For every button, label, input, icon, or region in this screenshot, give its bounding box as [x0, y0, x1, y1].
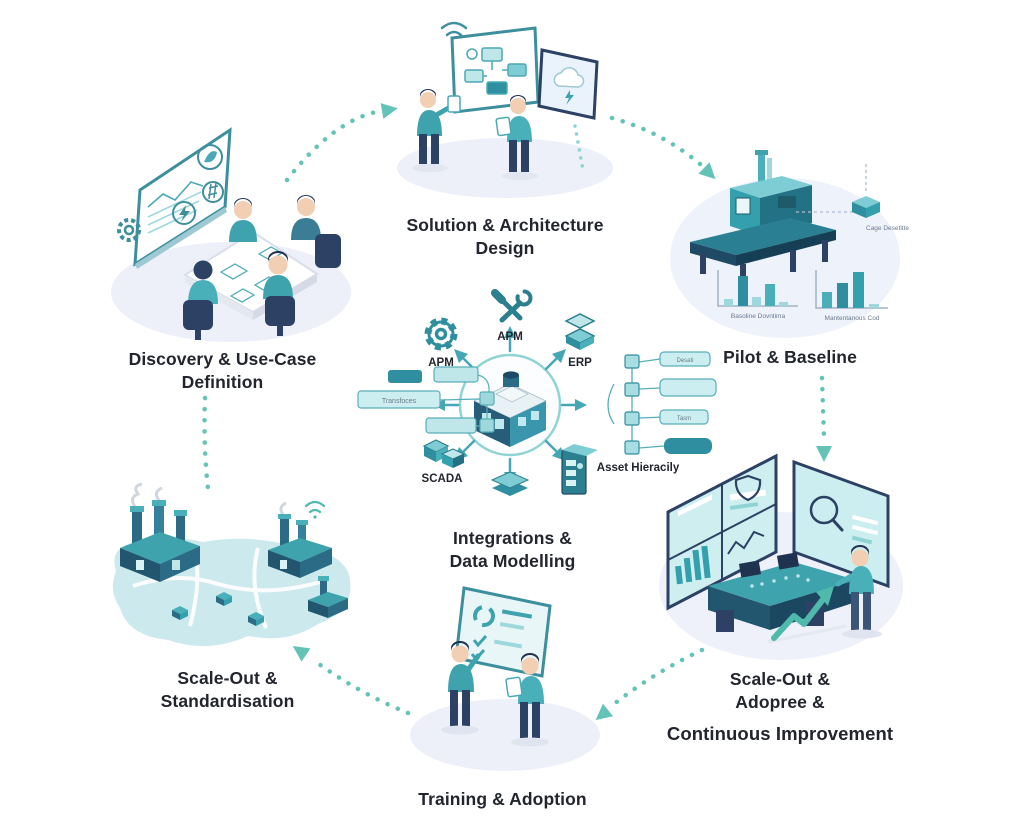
source-box-label: Transfoces	[382, 398, 417, 405]
person	[412, 89, 461, 172]
tree-row-label: Tasm	[677, 416, 691, 422]
control-room-screens	[666, 453, 778, 611]
person	[495, 95, 538, 180]
pilot-illustration: Cage Desetitte Basoline Dovntima Mantent…	[670, 150, 909, 338]
map-sensor-cubes	[172, 592, 264, 626]
erp-stack-icon	[564, 313, 596, 350]
sensor-cube-icon	[796, 164, 880, 218]
erp-label: ERP	[568, 357, 592, 369]
tree-row-label: Desati	[676, 358, 693, 364]
lightning-icon	[565, 90, 574, 105]
person	[835, 545, 882, 639]
growth-arrow-icon	[767, 586, 847, 644]
baseline-chart	[717, 270, 798, 307]
person	[441, 641, 481, 735]
stage-label-line: Continuous Improvement	[666, 723, 894, 744]
stage-label-line: Scale-Out &	[177, 668, 278, 688]
hub-label-line: Data Modelling	[449, 551, 576, 571]
stage-label-solution: Solution & Architecture Design	[380, 214, 630, 260]
lightning-icon	[172, 201, 196, 225]
baseline-chart-caption: Basoline Dovntima	[731, 313, 786, 320]
asset-tree: Desati Tasm	[607, 351, 717, 455]
hub-label-line: Integrations &	[452, 528, 573, 548]
person	[291, 195, 341, 268]
training-illustration	[410, 586, 600, 771]
stage-label-line: Standardisation	[160, 691, 295, 711]
hub-label: Integrations & Data Modelling	[400, 527, 625, 573]
stage-label-training: Training & Adoption	[390, 788, 615, 811]
cost-chart	[815, 270, 888, 309]
stage-label-line: Pilot & Baseline	[723, 347, 857, 367]
stage-label-line: Definition	[181, 372, 264, 392]
hash-icon	[202, 181, 224, 203]
person	[263, 251, 295, 336]
factory-icon	[120, 482, 200, 582]
person	[505, 653, 549, 747]
magnifier-icon	[809, 495, 839, 525]
source-boxes: Transfoces	[357, 366, 495, 434]
gear-icon	[117, 218, 141, 242]
historian-stack-icon	[490, 471, 530, 496]
gear-label: APM	[428, 357, 454, 369]
stage-label-improvement: Scale-Out & Adopree & Continuous Improve…	[630, 668, 930, 745]
dotted-trail	[573, 124, 585, 172]
conveyor-machine	[690, 150, 836, 286]
improvement-illustration	[659, 453, 903, 660]
scaleout-illustration	[112, 482, 351, 647]
server-icon	[561, 444, 598, 495]
sensor-label: Cage Desetitte	[866, 225, 909, 232]
scada-label: SCADA	[422, 473, 463, 485]
factory-icon	[268, 500, 332, 578]
stage-label-line: Scale-Out &	[729, 669, 831, 689]
shield-icon	[734, 474, 762, 502]
cost-chart-caption: Mantentanous Cod	[825, 315, 880, 322]
person	[229, 198, 257, 242]
integration-hub: APM APM ERP Transfoces	[357, 289, 717, 496]
stage-label-line: Solution & Architecture	[406, 215, 604, 235]
stage-label-line: Discovery & Use-Case	[128, 349, 317, 369]
check-icon	[472, 635, 488, 648]
person	[183, 260, 218, 340]
gear-icon	[424, 317, 458, 351]
scada-icon	[422, 439, 466, 468]
connector-pilot-to-improvement	[819, 375, 827, 441]
screen-bar-chart	[675, 545, 711, 585]
screen-line-chart	[727, 530, 765, 555]
asset-tree-label: Asset Hieracily	[597, 462, 680, 474]
leaf-icon	[197, 144, 223, 170]
discovery-illustration	[111, 127, 351, 342]
stage-label-line: Design	[475, 238, 535, 258]
wifi-icon	[304, 500, 326, 519]
cloud-screen	[537, 48, 599, 120]
stage-label-discovery: Discovery & Use-Case Definition	[90, 348, 355, 394]
stage-label-line: Training & Adoption	[418, 789, 587, 809]
presentation-board	[117, 127, 232, 269]
solution-illustration	[397, 21, 613, 198]
wrench-icon	[491, 289, 533, 323]
stage-label-line: Adopree &	[735, 692, 825, 712]
wrench-label: APM	[497, 331, 523, 343]
factory-icon	[308, 576, 348, 618]
stage-label-pilot: Pilot & Baseline	[680, 346, 900, 369]
stage-label-scaleout: Scale-Out & Standardisation	[115, 667, 340, 713]
architecture-board	[450, 26, 540, 114]
